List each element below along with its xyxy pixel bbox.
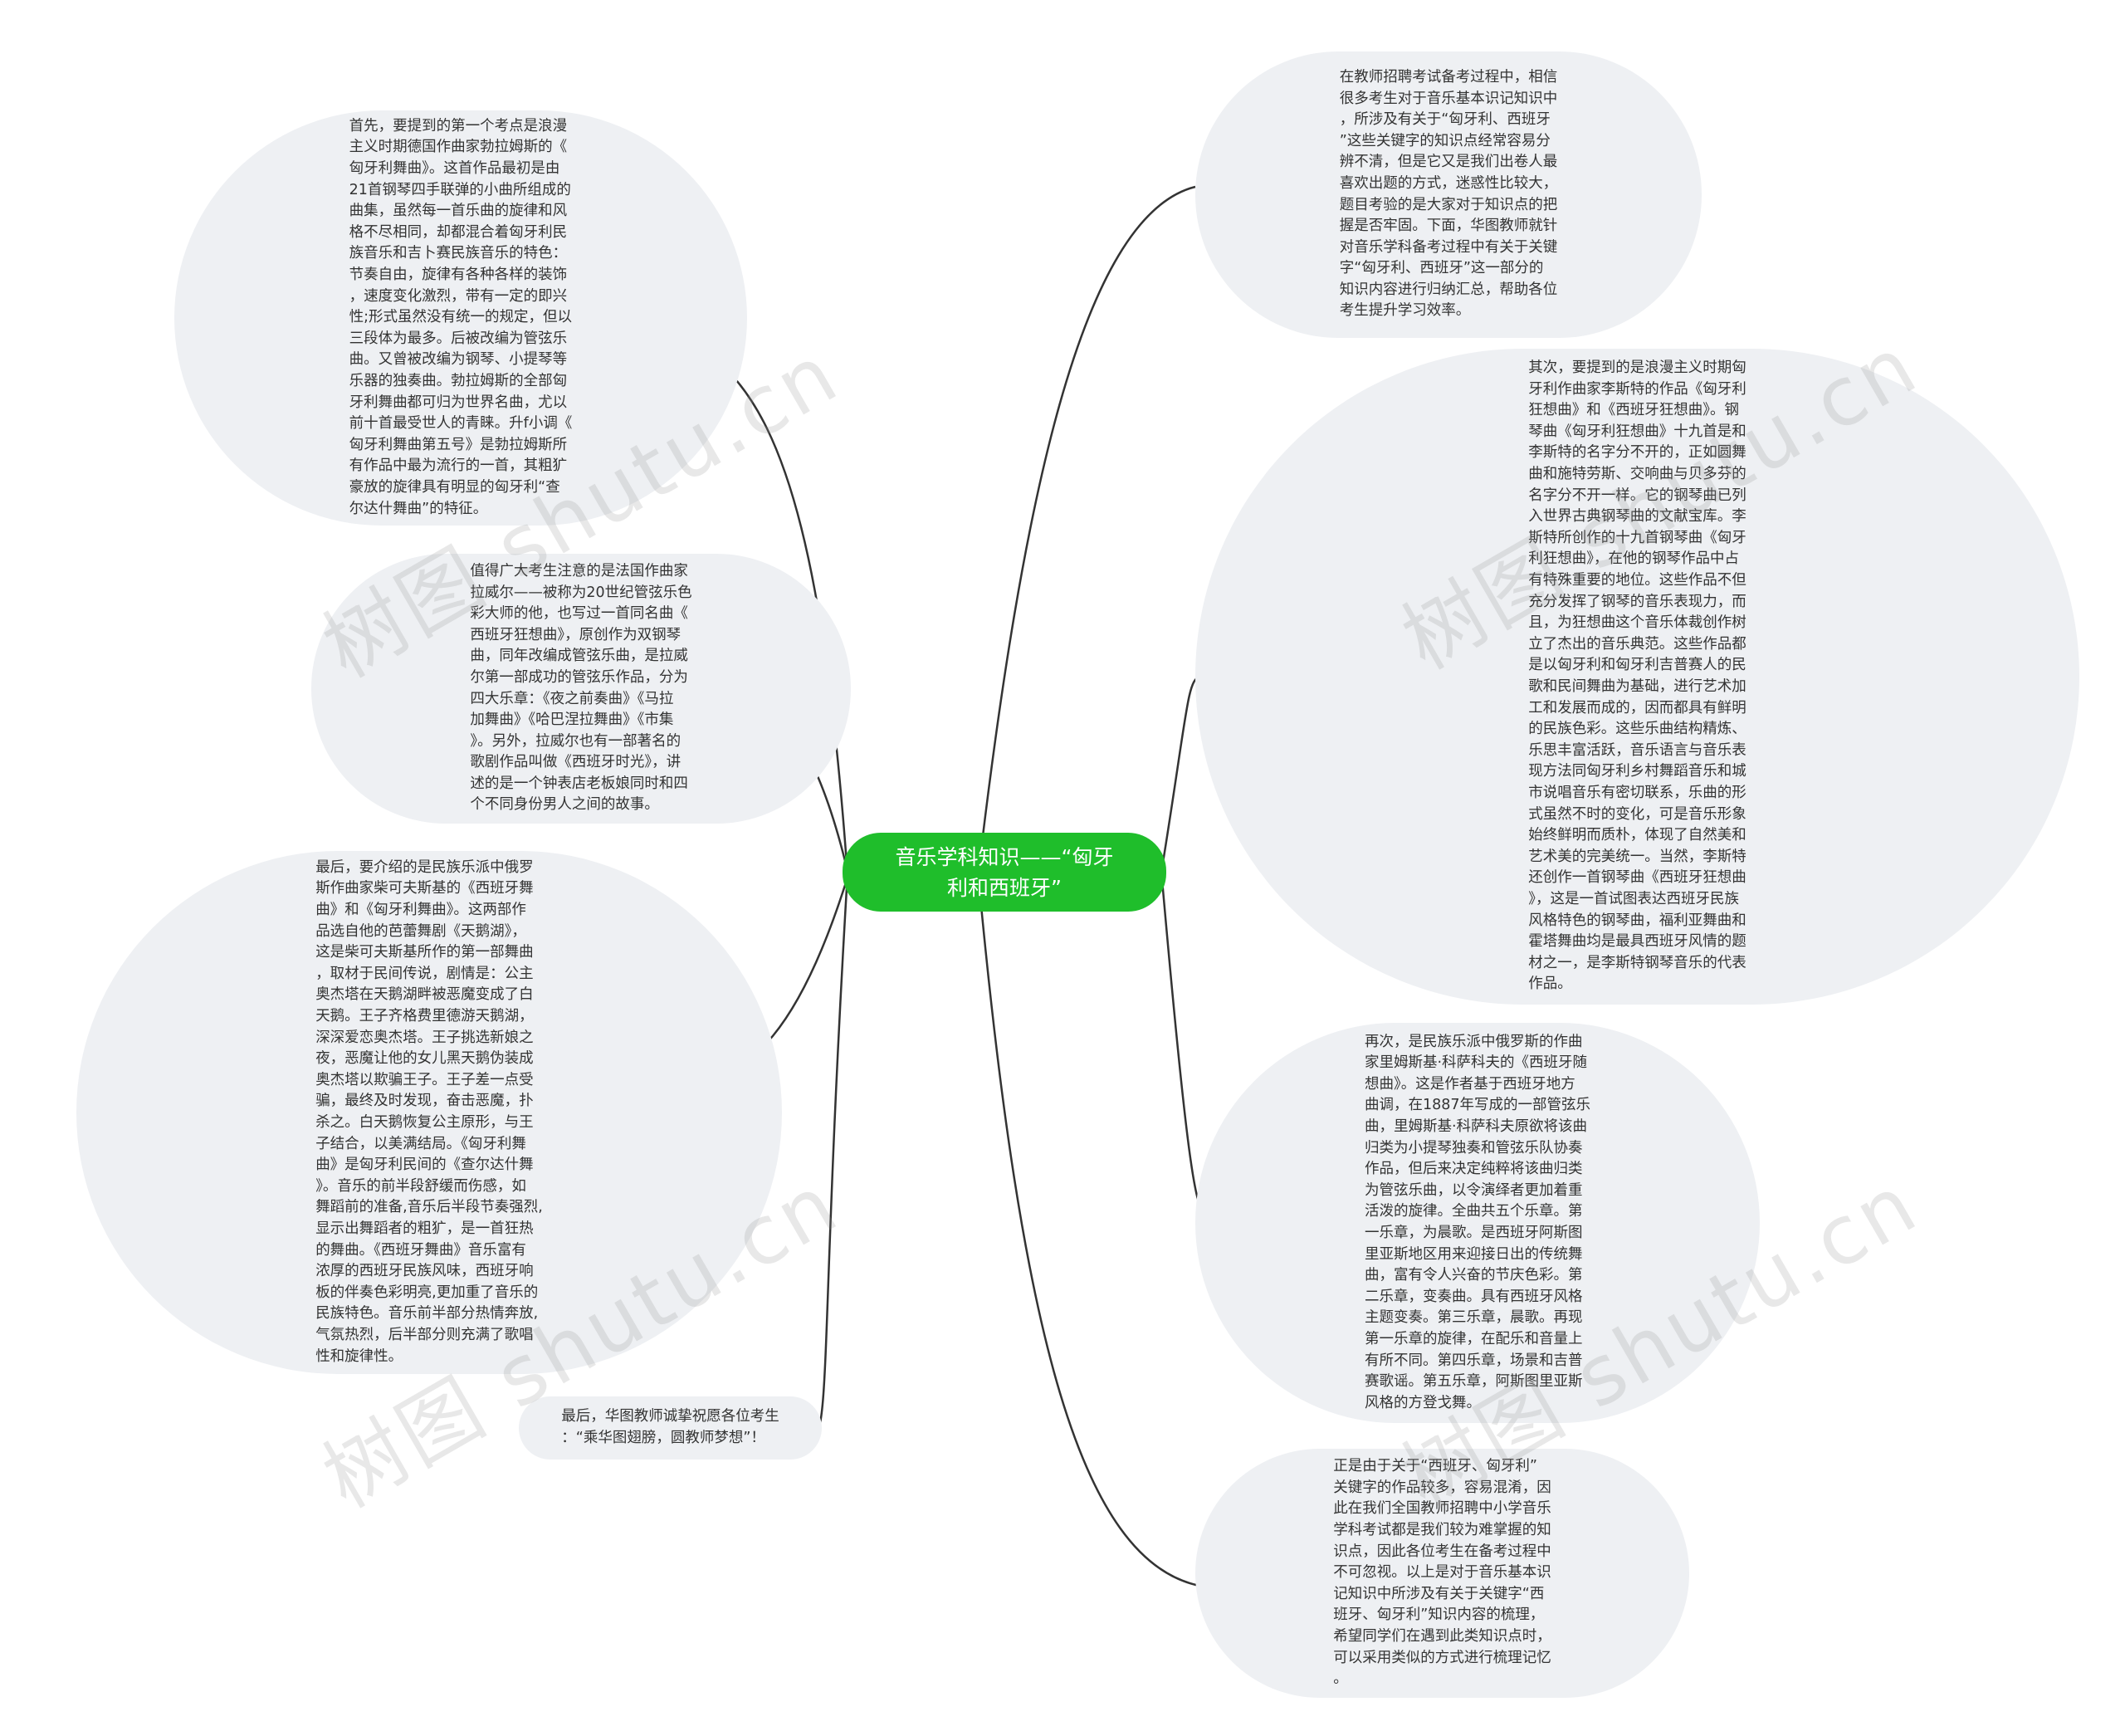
node-second[interactable]: 其次，要提到的是浪漫主义时期匈 牙利作曲家李斯特的作品《匈牙利 狂想曲》和《西班…	[1195, 349, 2079, 1005]
node-first-text: 首先，要提到的第一个考点是浪漫 主义时期德国作曲家勃拉姆斯的《 匈牙利舞曲》。这…	[349, 117, 573, 517]
node-summary-text: 正是由于关于“西班牙、匈牙利” 关键字的作品较多，容易混淆，因 此在我们全国教师…	[1333, 1458, 1551, 1688]
node-intro-text: 在教师招聘考试备考过程中，相信 很多考生对于音乐基本识记知识中 ，所涉及有关于“…	[1339, 68, 1558, 320]
node-ravel[interactable]: 值得广大考生注意的是法国作曲家 拉威尔——被称为20世纪管弦乐色 彩大师的他，也…	[311, 554, 851, 824]
edge-second	[1160, 675, 1200, 868]
node-intro[interactable]: 在教师招聘考试备考过程中，相信 很多考生对于音乐基本识记知识中 ，所涉及有关于“…	[1195, 51, 1702, 338]
node-second-text: 其次，要提到的是浪漫主义时期匈 牙利作曲家李斯特的作品《匈牙利 狂想曲》和《西班…	[1528, 359, 1746, 993]
node-wish[interactable]: 最后，华图教师诚挚祝愿各位考生 ：“乘华图翅膀，圆教师梦想”！	[519, 1396, 822, 1460]
node-wish-text: 最后，华图教师诚挚祝愿各位考生 ：“乘华图翅膀，圆教师梦想”！	[561, 1408, 779, 1446]
node-last-text: 最后，要介绍的是民族乐派中俄罗 斯作曲家柴可夫斯基的《西班牙舞 曲》和《匈牙利舞…	[315, 858, 543, 1365]
center-topic-label: 音乐学科知识——“匈牙 利和西班牙”	[895, 844, 1114, 900]
edge-third	[1160, 879, 1204, 1213]
node-summary[interactable]: 正是由于关于“西班牙、匈牙利” 关键字的作品较多，容易混淆，因 此在我们全国教师…	[1195, 1449, 1689, 1698]
node-first[interactable]: 首先，要提到的第一个考点是浪漫 主义时期德国作曲家勃拉姆斯的《 匈牙利舞曲》。这…	[174, 110, 747, 526]
edge-intro	[978, 185, 1196, 864]
node-third-text: 再次，是民族乐派中俄罗斯的作曲 家里姆斯基·科萨科夫的《西班牙随 想曲》。这是作…	[1364, 1033, 1591, 1411]
node-last[interactable]: 最后，要介绍的是民族乐派中俄罗 斯作曲家柴可夫斯基的《西班牙舞 曲》和《匈牙利舞…	[76, 851, 782, 1374]
node-ravel-text: 值得广大考生注意的是法国作曲家 拉威尔——被称为20世纪管弦乐色 彩大师的他，也…	[470, 562, 692, 814]
edge-summary	[978, 888, 1200, 1587]
center-topic[interactable]: 音乐学科知识——“匈牙 利和西班牙”	[843, 833, 1166, 912]
node-third[interactable]: 再次，是民族乐派中俄罗斯的作曲 家里姆斯基·科萨科夫的《西班牙随 想曲》。这是作…	[1195, 1023, 1760, 1423]
edge-wish	[813, 888, 848, 1438]
